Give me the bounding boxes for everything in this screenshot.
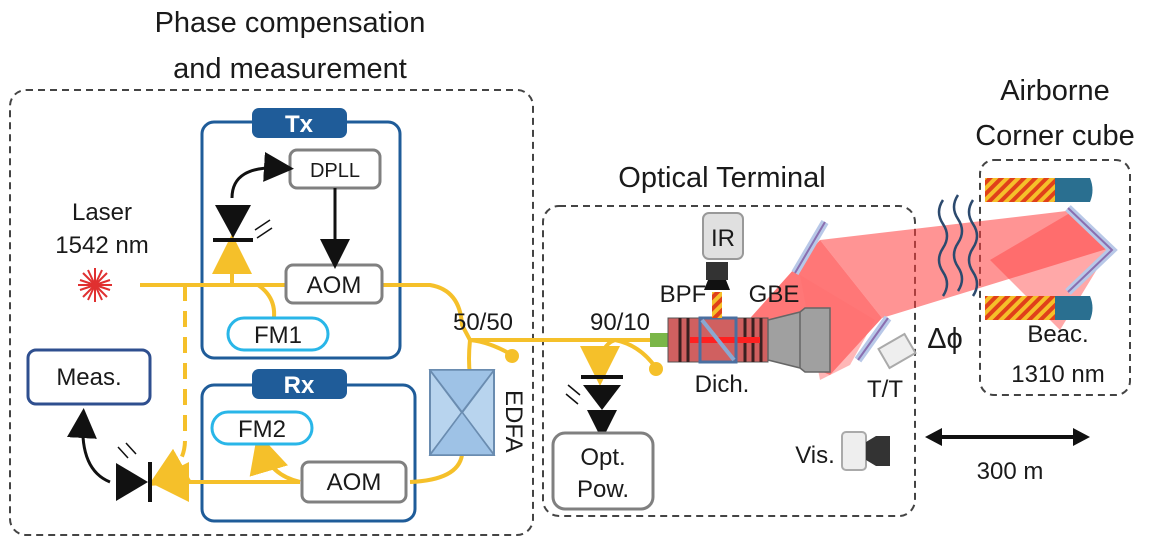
meas-box: [26, 348, 152, 406]
aom-rx-box: [300, 460, 408, 504]
dpll-label: DPLL: [310, 160, 360, 182]
phase-section-title-line1: Phase compensation: [155, 7, 426, 39]
opt-pow-label-1: Opt.: [580, 444, 625, 471]
beacon-wavelength: 1310 nm: [1011, 361, 1104, 388]
fiber-end-5050: [505, 349, 519, 363]
edfa-icon: [428, 369, 496, 456]
fiber-reference-dashed: [148, 285, 193, 486]
laser-icon: [78, 268, 112, 302]
ir-beam-path: [712, 292, 722, 318]
delta-phi-label: Δϕ: [927, 323, 963, 355]
airborne-box: [979, 159, 1131, 396]
tt-label: T/T: [867, 376, 903, 403]
optical-terminal-box: [542, 205, 916, 517]
distance-label: 300 m: [977, 458, 1044, 485]
tx-header: [252, 108, 347, 138]
beacon-top-beam: [985, 178, 1055, 202]
tx-label: Tx: [285, 111, 314, 138]
fiber-5050-end: [469, 338, 514, 357]
rx-header: [252, 369, 347, 399]
mirror-2-edge: [857, 317, 889, 361]
splitter-5050-label: 50/50: [453, 309, 513, 336]
gbe-label: GBE: [749, 281, 800, 308]
aom-rx-label: AOM: [327, 469, 382, 496]
airborne-title-line1: Airborne: [1000, 75, 1110, 107]
mirror-1-edge: [794, 221, 826, 274]
corner-cube-edge: [1067, 207, 1114, 293]
splitter-9010-label: 90/10: [590, 309, 650, 336]
fiber-to-fm2: [249, 432, 301, 484]
distance-arrow-left-head: [925, 428, 942, 446]
fiber-9010-end: [614, 338, 658, 370]
rx-label: Rx: [284, 372, 315, 399]
phase-section-title-line2: and measurement: [173, 53, 407, 85]
optical-terminal-title: Optical Terminal: [618, 162, 825, 194]
phase-compensation-box: [9, 89, 534, 536]
opt-pow-label-2: Pow.: [577, 476, 629, 503]
turbulence-icon: [937, 194, 979, 297]
meas-label: Meas.: [56, 364, 121, 391]
photodiode-to-dpll-arrow: [230, 151, 294, 199]
fiber-collimator: [650, 333, 668, 347]
vis-camera-body: [841, 431, 867, 471]
fm2-box: [210, 410, 314, 446]
ir-camera-lens: [706, 262, 728, 280]
tt-camera-icon: [877, 332, 917, 370]
tx-photodiode-icon: [213, 205, 273, 242]
ir-camera-body: [702, 212, 744, 260]
laser-label: Laser: [72, 199, 132, 226]
rx-photodiode-icon: [116, 442, 152, 502]
airborne-title-line2: Corner cube: [975, 120, 1135, 152]
fiber-end-9010: [649, 362, 663, 376]
dich-label: Dich.: [695, 371, 750, 398]
beacon-label: Beac.: [1027, 321, 1088, 348]
fiber-aom-to-5050: [382, 283, 472, 341]
aom-tx-label: AOM: [307, 272, 362, 299]
beacon-bottom-icon: [1055, 296, 1093, 320]
beacon-top-icon: [1055, 178, 1093, 202]
bpf-filter: [704, 280, 730, 290]
distance-arrow-right-head: [1073, 428, 1090, 446]
laser-wavelength: 1542 nm: [55, 232, 148, 259]
fiber-9010-to-powermeter: [580, 338, 621, 386]
power-photodiode-icon: [565, 375, 623, 410]
detector-to-meas-arrow: [66, 408, 111, 484]
vis-label: Vis.: [795, 442, 835, 469]
bpf-label: BPF: [660, 281, 707, 308]
fiber-edfa-to-aom-rx: [409, 454, 464, 484]
beacon-bottom-beam: [985, 296, 1055, 320]
fm1-label: FM1: [254, 322, 302, 349]
gbe-expander: [767, 307, 831, 373]
dichroic-mirror: [700, 318, 736, 362]
opt-pow-box: [551, 431, 655, 511]
fm1-box: [226, 316, 330, 352]
vis-camera-lens: [866, 436, 890, 466]
edfa-label: EDFA: [500, 390, 527, 453]
fm2-label: FM2: [238, 416, 286, 443]
ir-label: IR: [711, 225, 735, 252]
